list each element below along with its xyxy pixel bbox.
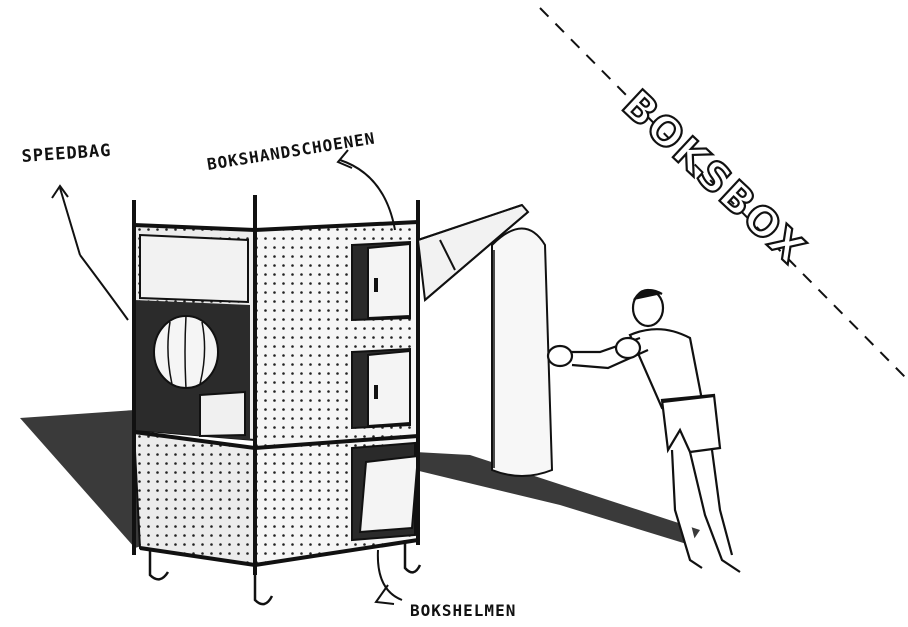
boxing-cabinet	[134, 195, 420, 604]
helmets-arrow	[378, 550, 402, 600]
small-drawer	[200, 392, 245, 436]
speedbag	[154, 316, 218, 388]
gloves-arrow	[340, 160, 395, 230]
cabinet-left-lower-panel	[134, 432, 255, 565]
glove-compartment-top	[352, 242, 410, 320]
upper-dark-window	[140, 235, 248, 302]
heavy-punching-bag	[492, 229, 552, 477]
speedbag-arrow	[80, 255, 128, 320]
glove-compartment-bottom	[352, 349, 410, 428]
ground-shadow-right	[415, 452, 700, 545]
helmet-compartment	[352, 443, 418, 540]
boksbox-title: BOKSBOX	[613, 82, 814, 274]
speedbag-label: SPEEDBAG	[21, 141, 112, 167]
helmets-label: BOKSHELMEN	[410, 601, 516, 620]
